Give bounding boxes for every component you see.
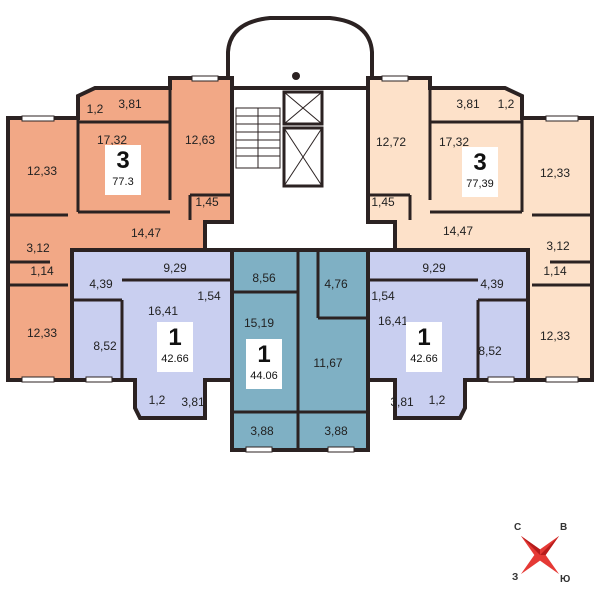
apartment-area: 42.66 [410,353,438,365]
room-area-label: 3,81 [181,395,205,409]
room-area-label: 17,32 [438,135,470,149]
apartment-area: 44.06 [250,370,278,382]
room-area-label: 1,54 [371,289,395,303]
riser-dot [292,72,300,80]
room-area-label: 12,33 [26,164,58,178]
apartment-area: 42.66 [161,353,189,365]
interior-walls-1room [72,250,528,380]
room-area-label: 12,63 [184,133,216,147]
room-area-label: 1,14 [543,264,567,278]
room-area-label: 11,67 [313,356,343,370]
room-area-label: 16,41 [377,314,409,328]
apartment-rooms: 3 [473,149,487,176]
room-area-label: 12,33 [539,166,571,180]
apartment-rooms: 3 [116,147,130,174]
room-area-label: 1,2 [86,102,104,116]
apartment-area: 77.3 [112,176,134,188]
compass-north-label: С [514,522,522,533]
room-area-label: 3,81 [390,395,414,409]
apartment-tag-right-1[interactable]: 1 42.66 [406,322,442,372]
room-area-label: 1,2 [148,393,166,407]
room-area-label: 4,39 [89,277,113,291]
room-area-label: 12,72 [375,135,407,149]
room-area-label: 12,33 [26,326,58,340]
windows [21,75,579,453]
room-area-label: 17,32 [96,133,128,147]
room-area-label: 9,29 [422,261,446,275]
apartment-rooms: 1 [417,324,431,351]
room-area-label: 8,52 [478,344,502,358]
compass-rose-icon: С В З Ю [505,520,575,590]
stairs [235,107,281,169]
room-area-label: 1,2 [428,393,446,407]
room-area-label: 9,29 [163,261,187,275]
room-area-label: 1,2 [497,97,515,111]
room-area-label: 3,81 [456,97,480,111]
room-area-label: 3,88 [324,424,348,438]
lift-cross [283,127,323,187]
apartment-tag-right-3[interactable]: 3 77,39 [462,147,498,197]
room-area-label: 4,39 [480,277,504,291]
compass-west-label: З [512,572,519,583]
room-area-label: 16,41 [147,304,179,318]
apartment-right-1-room-fill [366,248,530,420]
room-area-label: 14,47 [442,224,474,238]
room-area-label: 15,19 [243,316,275,330]
apartment-tag-left-3[interactable]: 3 77.3 [105,145,141,195]
room-area-label: 14,47 [130,226,162,240]
room-area-label: 3,81 [118,97,142,111]
room-area-label: 8,52 [93,339,117,353]
room-area-label: 1,45 [195,195,219,209]
apartment-center-1-room-fill [230,248,370,452]
room-area-label: 1,14 [30,264,54,278]
apartment-tag-left-1[interactable]: 1 42.66 [157,322,193,372]
room-area-label: 1,45 [371,195,395,209]
stair-tower [226,16,374,90]
compass-east-label: В [560,522,568,533]
compass-star-icon [520,535,560,575]
room-area-label: 3,12 [546,239,570,253]
apartment-tag-center-1[interactable]: 1 44.06 [246,339,282,389]
apartment-rooms: 1 [257,341,271,368]
room-area-label: 3,12 [26,241,50,255]
room-area-label: 4,76 [324,277,348,291]
compass-south-label: Ю [560,574,571,585]
lift-cross [283,91,323,125]
room-area-label: 8,56 [252,271,276,285]
room-area-label: 1,54 [197,289,221,303]
apartment-rooms: 1 [168,324,182,351]
interior-walls-right [368,88,592,287]
apartment-area: 77,39 [466,178,494,190]
room-area-label: 12,33 [539,329,571,343]
room-area-label: 3,88 [250,424,274,438]
interior-walls-left [8,88,232,287]
